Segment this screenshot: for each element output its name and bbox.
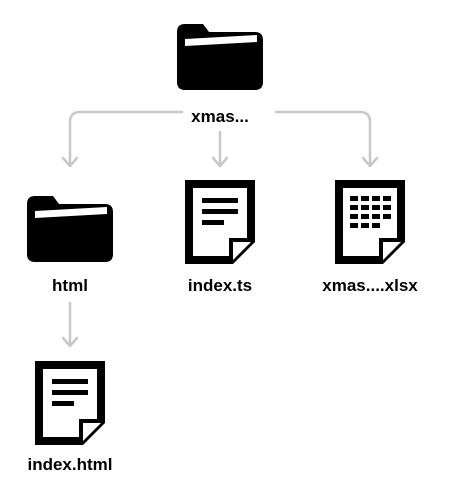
node-index-ts[interactable]: index.ts [185,180,255,295]
arrow-head-html [61,156,79,168]
folder-icon [27,196,113,262]
document-icon [35,361,105,445]
document-icon [185,180,255,264]
node-label-xlsx: xmas....xlsx [322,276,418,295]
node-html-folder[interactable]: html [27,196,113,295]
arrow-head-index-html [61,336,79,348]
node-root-folder[interactable]: xmas... [177,24,263,126]
node-label-html: html [52,276,88,295]
spreadsheet-icon [335,180,405,264]
arrow-head-index-ts [211,156,229,168]
connector-root-to-xlsx [274,110,372,167]
node-label-root: xmas... [191,107,249,126]
connector-root-to-html [68,110,184,167]
node-index-html[interactable]: index.html [27,361,113,474]
node-label-index-ts: index.ts [188,276,252,295]
node-label-index-html: index.html [27,455,112,474]
arrow-head-xlsx [361,156,379,168]
folder-icon [177,24,263,90]
connectors [61,110,379,348]
node-xmas-xlsx[interactable]: xmas....xlsx [322,180,418,295]
